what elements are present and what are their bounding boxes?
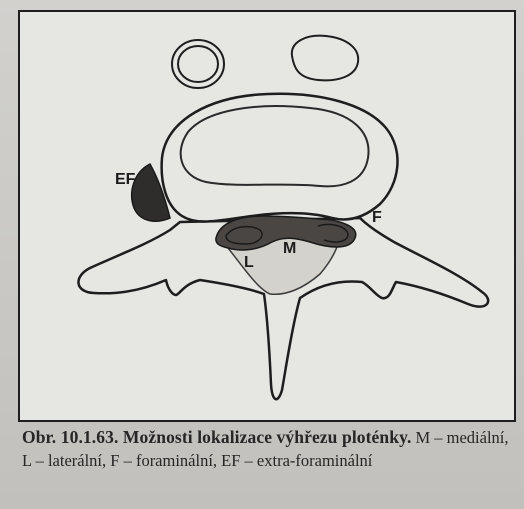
label-f: F [372, 210, 382, 226]
label-m: M [283, 241, 296, 257]
figure-caption: Obr. 10.1.63. Možnosti lokalizace výhřez… [22, 426, 516, 473]
label-ef: EF [115, 172, 135, 188]
left-arch-ring-inner [178, 46, 218, 82]
left-arch-ring-outer [172, 40, 224, 88]
caption-title: Obr. 10.1.63. Možnosti lokalizace výhřez… [22, 427, 411, 447]
figure-frame: EF F M L [18, 10, 516, 422]
vertebral-body [162, 94, 398, 222]
right-arch-ring [292, 36, 358, 81]
label-l: L [244, 255, 254, 271]
vertebra-illustration [20, 12, 514, 420]
